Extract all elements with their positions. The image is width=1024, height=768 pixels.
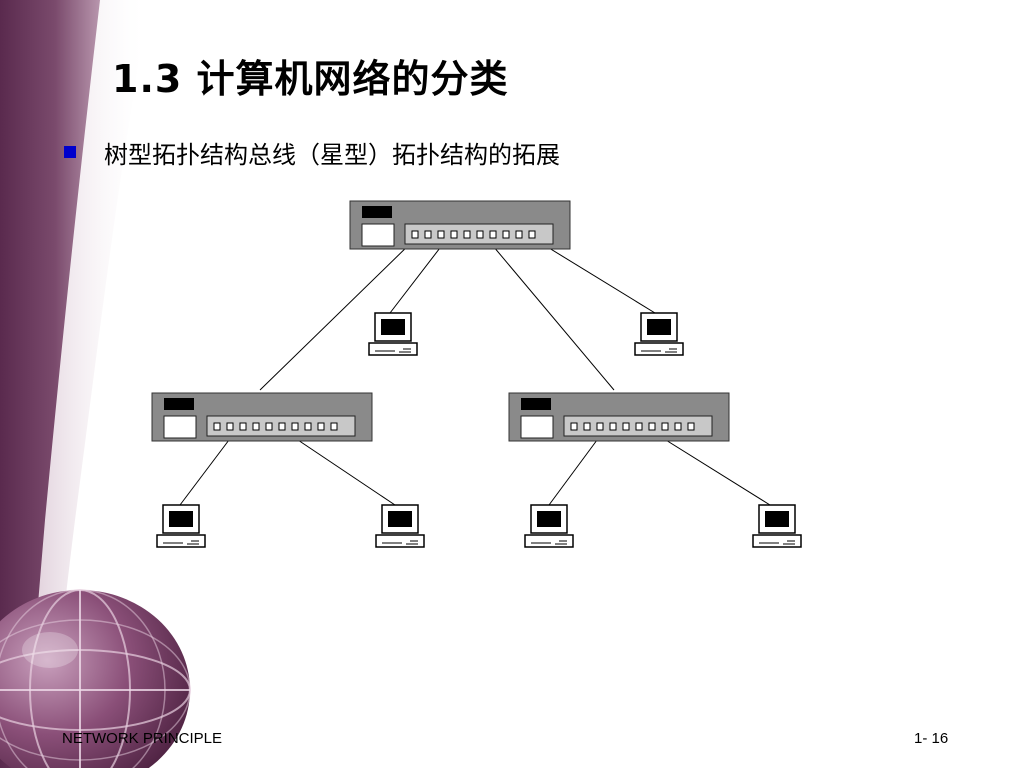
bullet-item: 树型拓扑结构总线（星型）拓扑结构的拓展 (64, 136, 560, 169)
link-hubl-to-pc1 (179, 435, 233, 506)
slide-title: 1.3 计算机网络的分类 (112, 57, 509, 101)
computer-icon (752, 504, 802, 548)
link-hubr-to-pc4 (652, 431, 771, 506)
computer-icon (634, 312, 684, 356)
globe-icon (0, 589, 191, 768)
link-hubr-to-pc3 (548, 435, 601, 506)
bullet-text: 树型拓扑结构总线（星型）拓扑结构的拓展 (104, 140, 560, 169)
computer-icon (368, 312, 418, 356)
square-bullet-icon (64, 146, 76, 158)
footer-course-name: NETWORK PRINCIPLE (62, 730, 223, 747)
hub-icon (508, 392, 730, 442)
computer-icon (156, 504, 206, 548)
computer-icon (524, 504, 574, 548)
side-band (0, 0, 100, 768)
hub-icon (151, 392, 373, 442)
link-root-to-hub-right (487, 239, 615, 391)
link-root-to-pc-left (389, 243, 444, 314)
computer-icon (375, 504, 425, 548)
link-root-to-pc-right (535, 239, 656, 314)
link-root-to-hub-left (259, 239, 415, 391)
connection-lines (179, 239, 771, 506)
link-hubl-to-pc2 (285, 431, 396, 506)
footer-page-number: 1- 16 (914, 730, 949, 747)
hub-icon (349, 200, 571, 250)
